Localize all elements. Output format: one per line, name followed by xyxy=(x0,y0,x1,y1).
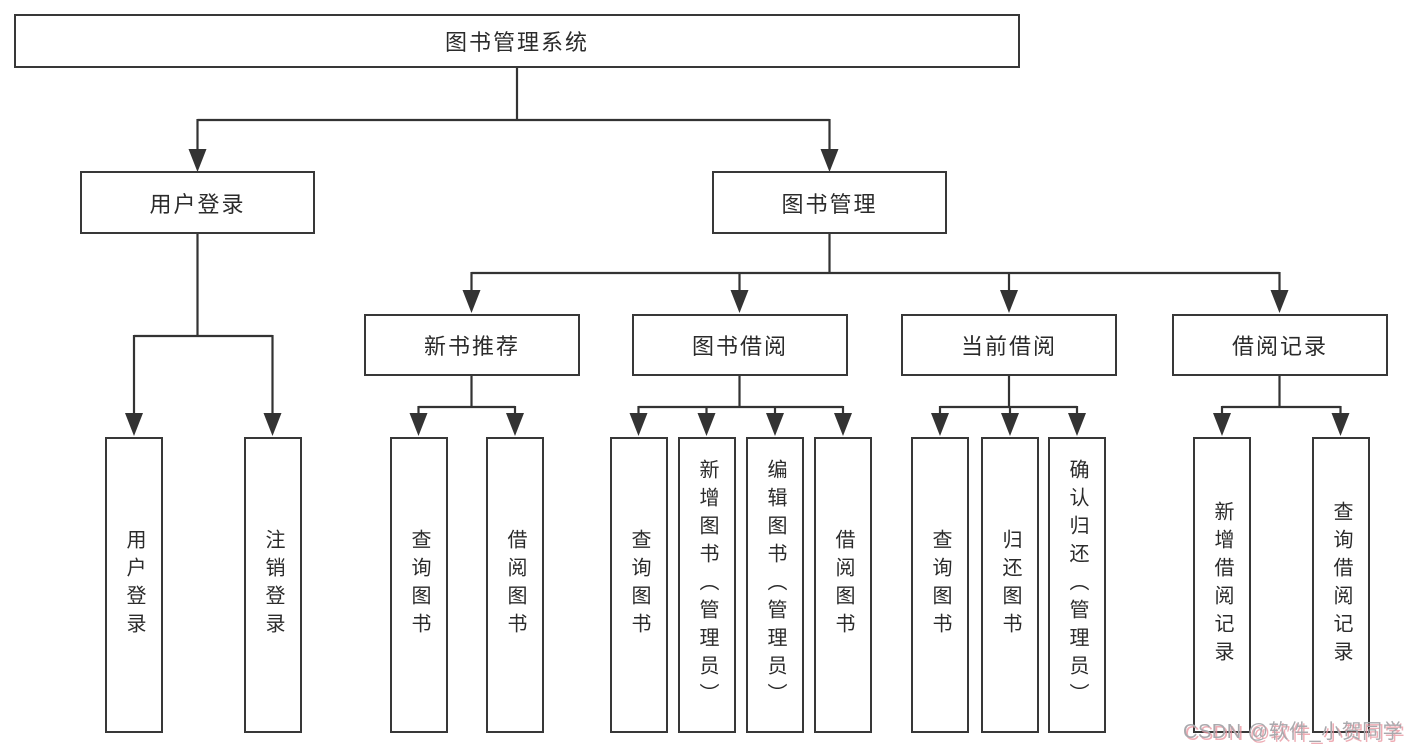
node-user-login: 用户登录 xyxy=(80,171,315,234)
leaf-label: 借阅图书 xyxy=(832,529,854,641)
connector-book-management-to-level3 xyxy=(470,233,1281,293)
leaf-label: 归还图书 xyxy=(999,529,1021,641)
leaf-label: 注销登录 xyxy=(262,529,284,641)
leaf-label: 用户登录 xyxy=(123,529,145,641)
node-book-borrowing: 图书借阅 xyxy=(632,314,848,376)
leaf-label: 新增借阅记录 xyxy=(1211,501,1233,669)
leaf-add-borrow-record: 新增借阅记录 xyxy=(1193,437,1251,733)
connector-root-to-level2 xyxy=(196,68,831,152)
leaf-borrow-books-1: 借阅图书 xyxy=(486,437,544,733)
leaf-user-login: 用户登录 xyxy=(105,437,163,733)
leaf-label: 确认归还（管理员） xyxy=(1066,459,1088,711)
leaf-label: 编辑图书（管理员） xyxy=(764,459,786,711)
leaf-label: 查询图书 xyxy=(408,529,430,641)
leaf-borrow-books-2: 借阅图书 xyxy=(814,437,872,733)
connector-new-book-recommendation-to-children xyxy=(417,375,517,419)
leaf-query-books-2: 查询图书 xyxy=(610,437,668,733)
leaf-label: 查询图书 xyxy=(929,529,951,641)
leaf-query-books-1: 查询图书 xyxy=(390,437,448,733)
arrowhead-to-user-login-children xyxy=(125,413,282,436)
connector-user-login-to-children xyxy=(132,233,274,418)
node-current-borrowing: 当前借阅 xyxy=(901,314,1117,376)
arrowhead-to-current-borrowing-children xyxy=(931,413,1086,436)
leaf-query-borrow-record: 查询借阅记录 xyxy=(1312,437,1370,733)
leaf-query-books-3: 查询图书 xyxy=(911,437,969,733)
connector-current-borrowing-to-children xyxy=(938,375,1079,419)
arrowhead-to-level2 xyxy=(188,149,839,172)
leaf-label: 查询借阅记录 xyxy=(1330,501,1352,669)
node-new-book-recommendation: 新书推荐 xyxy=(364,314,580,376)
leaf-label: 借阅图书 xyxy=(504,529,526,641)
leaf-return-book: 归还图书 xyxy=(981,437,1039,733)
node-book-management: 图书管理 xyxy=(712,171,947,234)
leaf-confirm-return-admin: 确认归还（管理员） xyxy=(1048,437,1106,733)
arrowhead-to-borrowing-records-children xyxy=(1213,413,1350,436)
connector-borrowing-records-to-children xyxy=(1220,375,1342,419)
leaf-label: 查询图书 xyxy=(628,529,650,641)
csdn-watermark: CSDN @软件_小贺同学 xyxy=(1183,721,1404,743)
leaf-logout: 注销登录 xyxy=(244,437,302,733)
arrowhead-to-level3 xyxy=(462,290,1289,313)
node-library-management-system: 图书管理系统 xyxy=(14,14,1020,68)
leaf-add-book-admin: 新增图书（管理员） xyxy=(678,437,736,733)
arrowhead-to-recommendation-children xyxy=(409,413,524,436)
leaf-label: 新增图书（管理员） xyxy=(696,459,718,711)
node-borrowing-records: 借阅记录 xyxy=(1172,314,1388,376)
leaf-edit-book-admin: 编辑图书（管理员） xyxy=(746,437,804,733)
connector-book-borrowing-to-children xyxy=(637,375,845,419)
arrowhead-to-book-borrowing-children xyxy=(629,413,852,436)
